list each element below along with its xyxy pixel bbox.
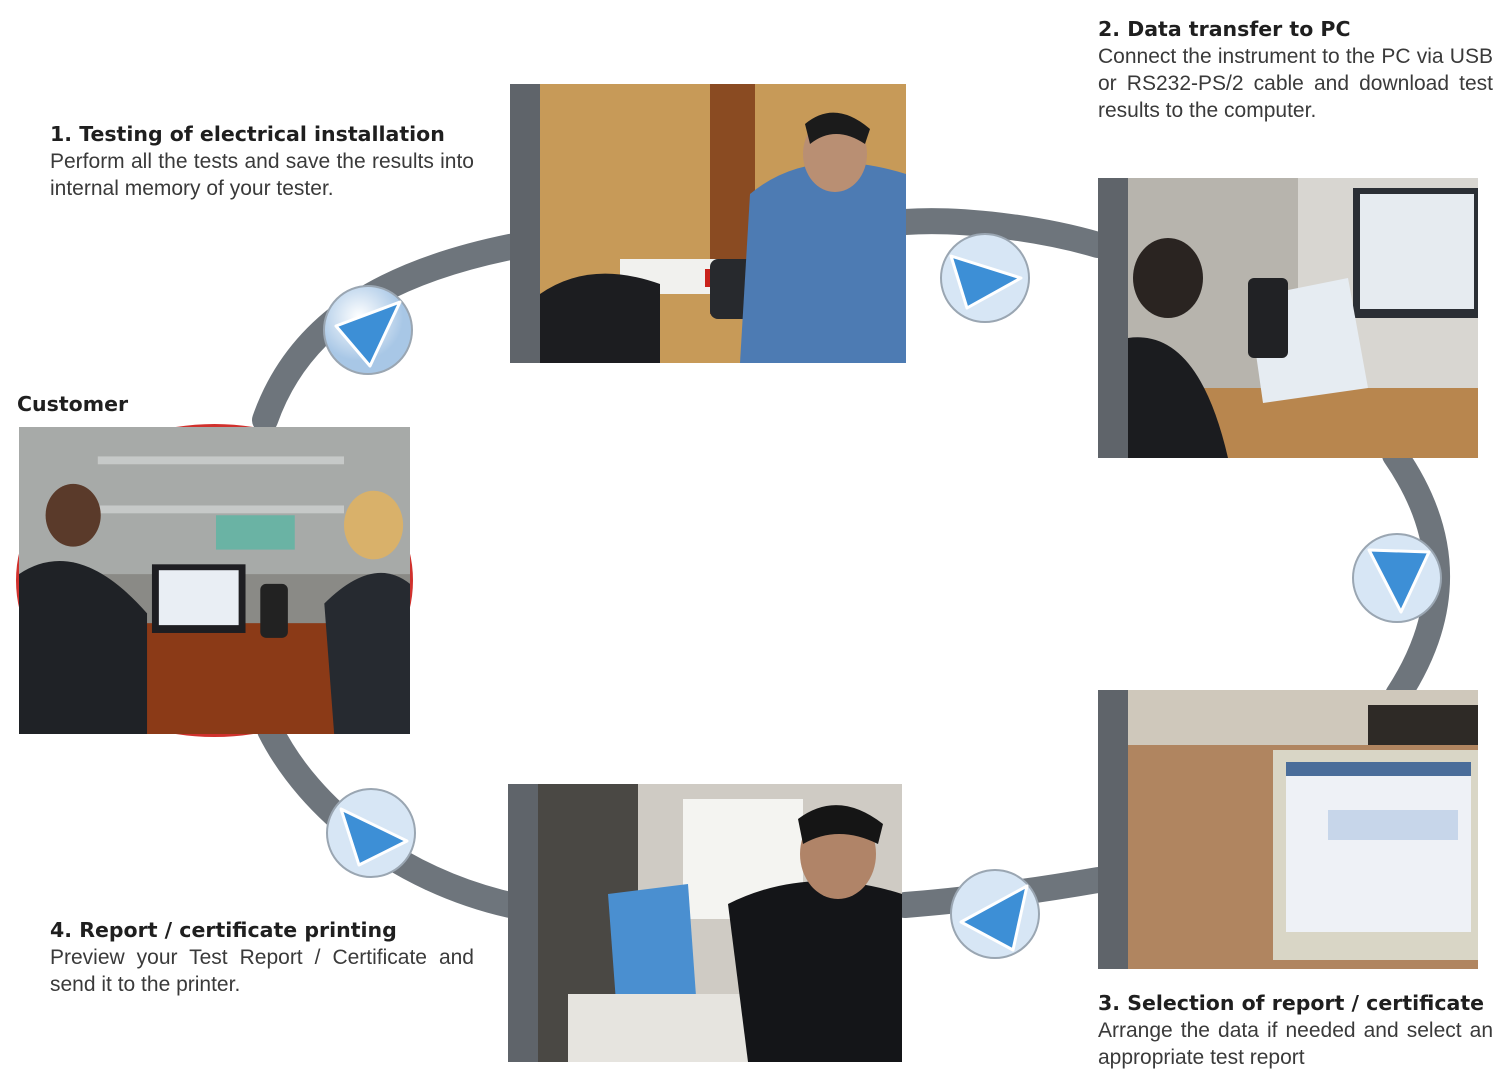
step-1-text: 1. Testing of electrical installation Pe… — [50, 121, 474, 202]
customer-photo — [16, 424, 413, 737]
arrow-badge-icon — [323, 785, 419, 881]
step-4-text: 4. Report / certificate printing Preview… — [50, 917, 474, 998]
step-3-photo — [1098, 690, 1478, 969]
step-2-photo — [1098, 178, 1478, 458]
step-3-body: Arrange the data if needed and select an… — [1098, 1019, 1493, 1069]
arrow-badge-icon — [320, 282, 416, 378]
arrow-badge-icon — [1349, 530, 1445, 626]
step-2-text: 2. Data transfer to PC Connect the instr… — [1098, 16, 1493, 124]
customer-label: Customer — [17, 392, 129, 416]
step-4-photo — [508, 784, 902, 1062]
arrow-badge-icon — [947, 866, 1043, 962]
step-2-body: Connect the instrument to the PC via USB… — [1098, 45, 1493, 122]
arrow-badge-icon — [937, 230, 1033, 326]
step-1-heading: 1. Testing of electrical installation — [50, 122, 445, 146]
step-4-body: Preview your Test Report / Certificate a… — [50, 946, 474, 996]
step-3-text: 3. Selection of report / certificate Arr… — [1098, 990, 1493, 1071]
step-3-heading: 3. Selection of report / certificate — [1098, 991, 1485, 1015]
step-2-heading: 2. Data transfer to PC — [1098, 17, 1351, 41]
step-1-photo — [510, 84, 906, 363]
step-4-heading: 4. Report / certificate printing — [50, 918, 397, 942]
step-1-body: Perform all the tests and save the resul… — [50, 150, 474, 200]
